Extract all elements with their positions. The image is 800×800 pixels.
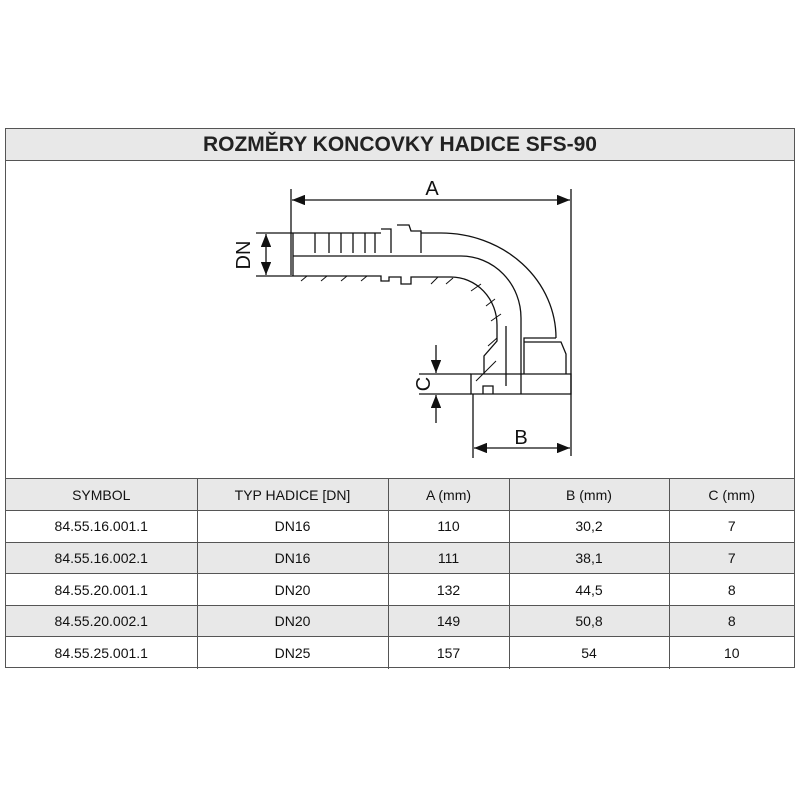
cell-c: 7 <box>668 510 794 543</box>
cell-a: 111 <box>387 541 510 575</box>
cell-c: 8 <box>668 573 794 606</box>
cell-hose-type: DN25 <box>196 636 389 669</box>
dimension-c-label: C <box>413 377 435 391</box>
cell-b: 38,1 <box>508 541 670 575</box>
table-row: 84.55.25.001.1 DN25 157 54 10 <box>6 636 794 669</box>
cell-symbol: 84.55.16.002.1 <box>6 541 198 575</box>
fitting-drawing: A B C DN <box>6 161 794 479</box>
header-a: A (mm) <box>387 479 510 512</box>
cell-hose-type: DN20 <box>196 604 389 638</box>
table-row: 84.55.20.001.1 DN20 132 44,5 8 <box>6 573 794 606</box>
cell-b: 44,5 <box>508 573 670 606</box>
cell-c: 8 <box>668 604 794 638</box>
cell-b: 50,8 <box>508 604 670 638</box>
table-row: 84.55.20.002.1 DN20 149 50,8 8 <box>6 604 794 638</box>
header-symbol: SYMBOL <box>6 479 198 512</box>
cell-a: 132 <box>387 573 510 606</box>
dimension-a-label: A <box>425 178 439 200</box>
cell-b: 54 <box>508 636 670 669</box>
cell-symbol: 84.55.16.001.1 <box>6 510 198 543</box>
cell-a: 149 <box>387 604 510 638</box>
cell-hose-type: DN16 <box>196 541 389 575</box>
page-title: ROZMĚRY KONCOVKY HADICE SFS-90 <box>6 129 794 161</box>
dimension-b-label: B <box>514 427 527 449</box>
header-hose-type: TYP HADICE [DN] <box>196 479 389 512</box>
header-c: C (mm) <box>668 479 794 512</box>
cell-c: 10 <box>668 636 794 669</box>
table-row: 84.55.16.001.1 DN16 110 30,2 7 <box>6 510 794 543</box>
cell-a: 110 <box>387 510 510 543</box>
cell-symbol: 84.55.20.001.1 <box>6 573 198 606</box>
cell-symbol: 84.55.20.002.1 <box>6 604 198 638</box>
cell-b: 30,2 <box>508 510 670 543</box>
table-header-row: SYMBOL TYP HADICE [DN] A (mm) B (mm) C (… <box>6 479 794 512</box>
dimensions-table: SYMBOL TYP HADICE [DN] A (mm) B (mm) C (… <box>6 479 794 669</box>
dimensions-sheet: ROZMĚRY KONCOVKY HADICE SFS-90 <box>5 128 795 669</box>
elbow-fitting-diagram: A B C DN <box>233 178 572 458</box>
cell-symbol: 84.55.25.001.1 <box>6 636 198 669</box>
cell-hose-type: DN16 <box>196 510 389 543</box>
table-row: 84.55.16.002.1 DN16 111 38,1 7 <box>6 541 794 575</box>
header-b: B (mm) <box>508 479 670 512</box>
cell-a: 157 <box>387 636 510 669</box>
cell-hose-type: DN20 <box>196 573 389 606</box>
cell-c: 7 <box>668 541 794 575</box>
dimension-dn-label: DN <box>233 241 255 270</box>
